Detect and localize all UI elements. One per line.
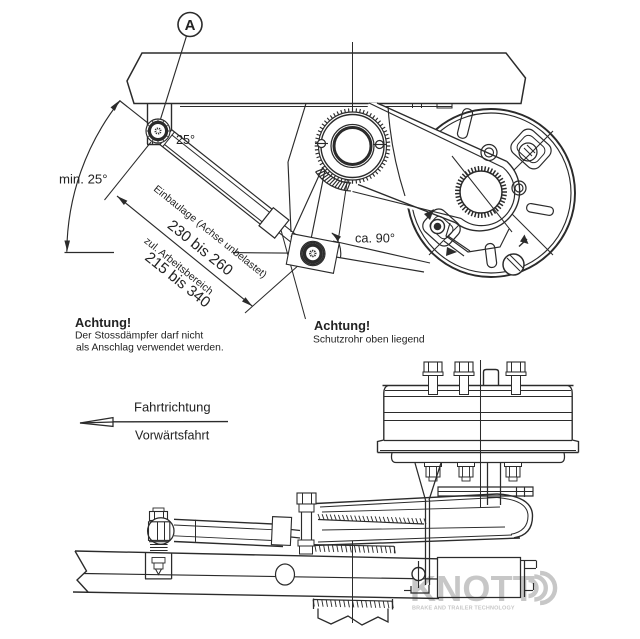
svg-text:Achtung!: Achtung!	[314, 318, 370, 333]
svg-text:BRAKE AND TRAILER TECHNOLOGY: BRAKE AND TRAILER TECHNOLOGY	[412, 606, 515, 612]
svg-text:min. 25°: min. 25°	[59, 172, 108, 187]
svg-text:Der Stossdämpfer darf nicht: Der Stossdämpfer darf nicht	[75, 331, 203, 342]
svg-text:A: A	[185, 17, 196, 34]
svg-text:KNOTT: KNOTT	[410, 568, 535, 609]
svg-text:Vorwärtsfahrt: Vorwärtsfahrt	[135, 429, 210, 443]
svg-text:25°: 25°	[176, 133, 195, 147]
svg-text:ca. 90°: ca. 90°	[355, 231, 395, 246]
svg-text:Schutzrohr oben liegend: Schutzrohr oben liegend	[313, 335, 425, 346]
svg-text:Achtung!: Achtung!	[75, 315, 131, 330]
svg-text:als Anschlag verwendet werden.: als Anschlag verwendet werden.	[76, 343, 224, 354]
svg-text:Fahrtrichtung: Fahrtrichtung	[134, 400, 211, 415]
